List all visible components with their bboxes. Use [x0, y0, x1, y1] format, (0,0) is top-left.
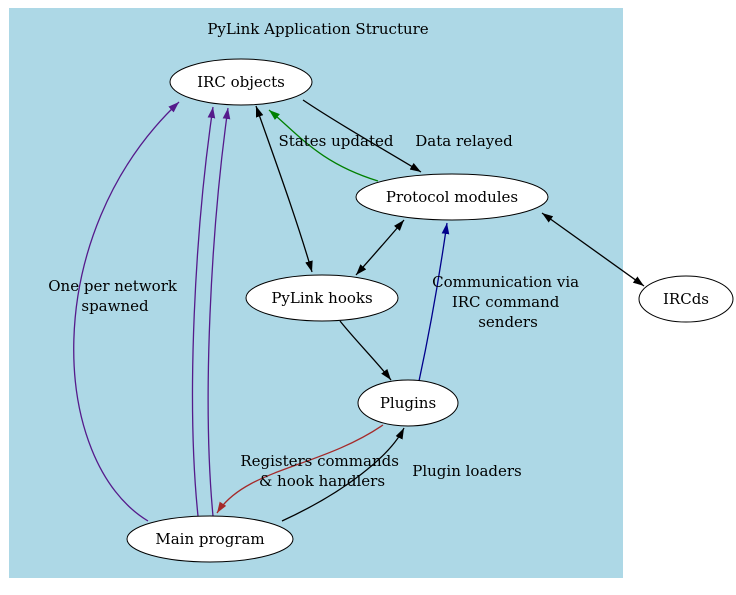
node-main-program-label: Main program: [155, 530, 264, 548]
edge-label-communication: Communication via IRC command senders: [432, 273, 584, 331]
edge-plugins-to-protocol-modules: [418, 222, 450, 382]
node-plugins-label: Plugins: [380, 394, 436, 412]
node-ircds: IRCds: [638, 275, 734, 323]
edge-main-program-to-irc-objects-3: [207, 107, 231, 517]
edge-pylink-hooks-to-plugins: [339, 320, 392, 381]
node-irc-objects-label: IRC objects: [197, 73, 285, 91]
node-plugins-shape: [357, 379, 459, 427]
edge-label-one-per-network: One per network spawned: [48, 277, 182, 315]
edge-irc-objects-to-protocol-modules: [302, 99, 422, 173]
node-pylink-hooks: PyLink hooks: [245, 274, 399, 322]
node-ircds-shape: [638, 275, 734, 323]
edge-label-registers: Registers commands & hook handlers: [240, 452, 403, 490]
node-main-program-shape: [126, 515, 294, 563]
node-pylink-hooks-shape: [245, 274, 399, 322]
edge-protocol-modules-pylink-hooks: [355, 219, 405, 276]
edge-label-data-relayed: Data relayed: [415, 132, 513, 150]
node-protocol-modules-label: Protocol modules: [386, 188, 518, 206]
node-plugins: Plugins: [357, 379, 459, 427]
edge-main-program-to-irc-objects-2: [191, 106, 216, 517]
diagram-title: PyLink Application Structure: [207, 20, 428, 38]
edge-main-program-to-irc-objects-1: [73, 101, 180, 522]
node-main-program: Main program: [126, 515, 294, 563]
edge-label-one-per-network-line2: spawned: [81, 297, 149, 315]
edge-main-program-to-plugins: [281, 427, 405, 522]
node-ircds-label: IRCds: [663, 290, 709, 308]
node-irc-objects-shape: [169, 58, 313, 106]
edge-label-registers-line2: & hook handlers: [259, 472, 385, 490]
edge-label-one-per-network-line1: One per network: [48, 277, 178, 295]
node-irc-objects: IRC objects: [169, 58, 313, 106]
edge-label-communication-line3: senders: [478, 313, 538, 331]
node-protocol-modules: Protocol modules: [355, 173, 549, 221]
edge-label-communication-line1: Communication via: [432, 273, 579, 291]
edge-irc-objects-pylink-hooks: [255, 105, 313, 273]
edge-plugins-to-main-program: [216, 424, 384, 514]
edge-label-states-updated: States updated: [279, 132, 394, 150]
edge-label-registers-line1: Registers commands: [240, 452, 399, 470]
edge-label-plugin-loaders: Plugin loaders: [412, 462, 522, 480]
node-protocol-modules-shape: [355, 173, 549, 221]
edge-label-communication-line2: IRC command: [452, 293, 560, 311]
node-pylink-hooks-label: PyLink hooks: [271, 289, 372, 307]
edge-protocol-modules-ircds: [541, 212, 645, 287]
